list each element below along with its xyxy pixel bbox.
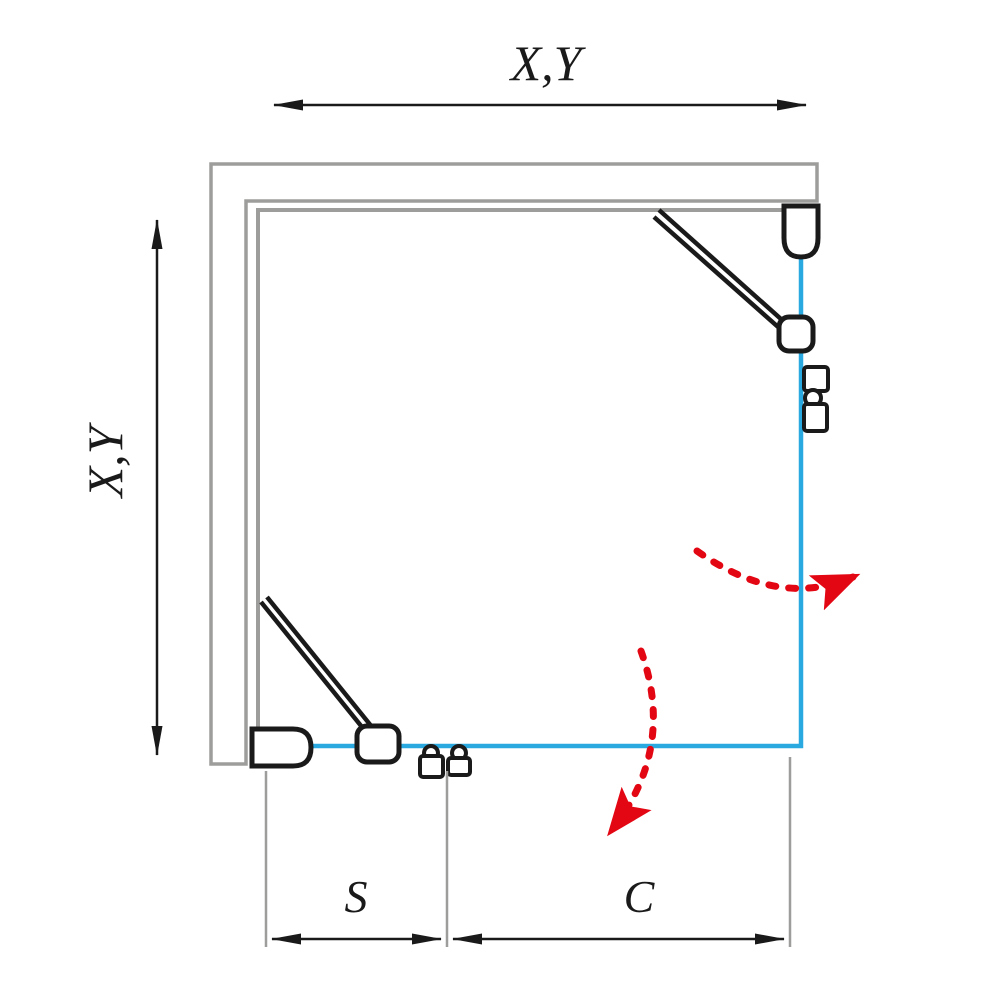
- wall-structure: [209, 162, 819, 766]
- dimension-left: X,Y: [77, 219, 163, 756]
- wall-profile-bracket-left: [418, 754, 445, 779]
- dimension-bottom: S C: [264, 757, 792, 947]
- swing-arrows: [607, 547, 861, 837]
- pivot-block: [354, 723, 402, 765]
- hinge-housing: [249, 726, 314, 769]
- door-leaf-line-inner: [657, 208, 793, 330]
- dimension-label-left: X,Y: [77, 421, 133, 499]
- door-leaf-line-outer: [652, 215, 788, 336]
- dimension-label-s: S: [345, 871, 368, 922]
- door-leaf-line-inner: [265, 595, 374, 729]
- wall-outline: [209, 162, 819, 766]
- door-leaf-line-outer: [259, 600, 368, 734]
- door-top-right: [652, 203, 830, 433]
- dimension-label-c: C: [624, 871, 656, 922]
- wall-profile-bracket-right: [446, 756, 472, 777]
- wall-profile-bracket-upper: [802, 365, 830, 393]
- door-swing-arrow-down-icon: [607, 647, 657, 837]
- door-swing-arrow-right-icon: [693, 547, 861, 611]
- hinge-housing: [781, 203, 821, 260]
- dimension-label-top: X,Y: [509, 35, 587, 91]
- door-bottom-left: [249, 595, 472, 779]
- wall-profile-bracket-lower: [802, 402, 829, 433]
- glass-panel-lines: [312, 258, 804, 749]
- pivot-block: [776, 314, 816, 354]
- inner-frame-line: [256, 208, 812, 762]
- dimension-top: X,Y: [273, 35, 807, 111]
